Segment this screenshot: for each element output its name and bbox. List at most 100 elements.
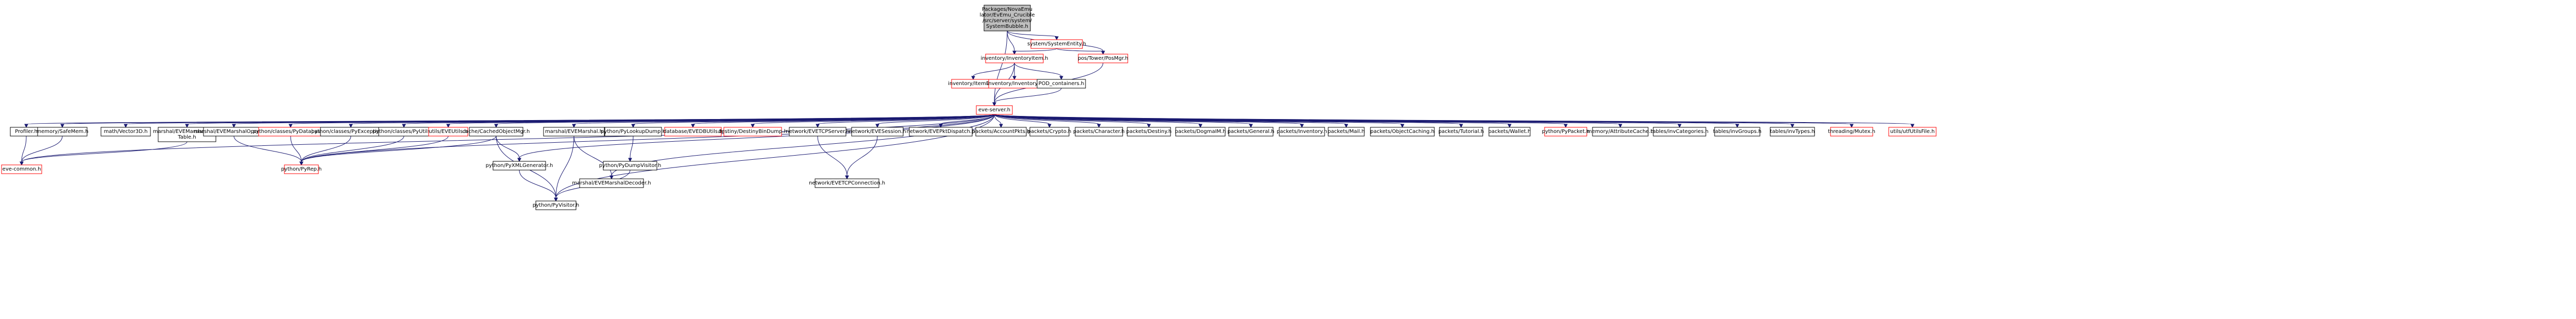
node-label: python/PyDumpVisitor.h bbox=[599, 163, 662, 169]
node-poc: packets/ObjectCaching.h bbox=[1370, 127, 1435, 137]
node-label: SystemBubble.h bbox=[986, 24, 1028, 29]
node-ntc: network/EVETCPServer.h bbox=[786, 127, 850, 137]
node-label: cache/CachedObjectMgr.h bbox=[463, 129, 530, 135]
arrowhead-eve-to-ppk bbox=[1564, 124, 1568, 128]
node-label: packets/DogmaIM.h bbox=[1175, 129, 1226, 135]
node-pma: packets/Mail.h bbox=[1328, 127, 1365, 137]
node-cu[interactable]: utils/EVEUtils.h bbox=[428, 127, 468, 137]
node-label: Packages/NovaEmu bbox=[982, 7, 1032, 12]
arrowhead-eve-to-pin bbox=[1300, 124, 1304, 128]
edge-py-to-pyr bbox=[290, 136, 302, 162]
node-label: python/PyLookupDump.h bbox=[601, 129, 666, 135]
arrowhead-eve-to-pge bbox=[1249, 124, 1253, 128]
node-tit: tables/invTypes.h bbox=[1770, 127, 1815, 137]
arrowhead-eve-to-ntc bbox=[816, 124, 820, 128]
edge-ph-to-ec bbox=[21, 136, 27, 162]
node-label: inventory/ItemDB.h bbox=[948, 81, 998, 87]
arrowhead-eve-to-pwa bbox=[1507, 124, 1512, 128]
edge-eve-to-nsc bbox=[877, 114, 995, 125]
arrowhead-eve-to-pyp bbox=[402, 124, 406, 128]
node-box bbox=[1592, 127, 1649, 137]
arrowhead-eve-to-poc bbox=[1400, 124, 1404, 128]
node-iat[interactable]: inventory/Inventory.h bbox=[987, 79, 1042, 89]
arrowhead-ia-to-id bbox=[971, 76, 975, 80]
arrowhead-ss-to-pg bbox=[1101, 51, 1105, 55]
edge-ss-to-ia bbox=[1014, 48, 1057, 52]
node-pac: packets/AccountPkts.h bbox=[972, 127, 1030, 137]
node-label: destiny/DestinyBinDump.h bbox=[718, 129, 787, 135]
arrowhead-cr-to-pfm bbox=[517, 158, 521, 162]
node-ss[interactable]: system/SystemEntity.h bbox=[1027, 39, 1086, 49]
node-label: utils/EVEUtils.h bbox=[429, 129, 467, 135]
node-label: network/EVETCPServer.h bbox=[786, 129, 849, 135]
node-ms: marshal/EVEMarshal.h bbox=[543, 127, 605, 137]
node-pde: packets/Destiny.h bbox=[1126, 127, 1172, 137]
node-pch: packets/Character.h bbox=[1073, 127, 1125, 137]
node-box bbox=[1029, 127, 1070, 137]
node-box bbox=[604, 127, 662, 137]
arrowhead-eve-to-pch bbox=[1097, 124, 1101, 128]
arrowhead-ia-to-pc bbox=[1059, 76, 1063, 80]
node-label: threading/Mutex.h bbox=[1828, 129, 1875, 135]
node-pyr[interactable]: python/PyRep.h bbox=[281, 164, 322, 174]
arrowhead-eve-to-nsc bbox=[875, 124, 879, 128]
node-box bbox=[1228, 127, 1274, 137]
arrowhead-eve-to-plu bbox=[631, 124, 635, 128]
node-pc: POD_containers.h bbox=[1037, 79, 1086, 89]
arrowhead-eve-to-pac bbox=[999, 124, 1003, 128]
node-eve[interactable]: eve-server.h bbox=[976, 105, 1013, 115]
node-box bbox=[603, 161, 657, 171]
arrowhead-eve-to-tig bbox=[1735, 124, 1739, 128]
edge-eve-to-ec bbox=[21, 114, 995, 162]
node-label: system/SystemEntity.h bbox=[1027, 41, 1086, 47]
node-dd[interactable]: destiny/DestinyBinDump.h bbox=[718, 127, 787, 137]
edge-ntc-to-nss bbox=[817, 136, 848, 176]
node-ut[interactable]: utils/utfUtilsFile.h bbox=[1888, 127, 1937, 137]
edge-cu-to-pyr bbox=[301, 136, 449, 162]
node-box bbox=[493, 161, 546, 171]
node-box bbox=[985, 54, 1044, 63]
node-label: memory/AttributeCache.h bbox=[1587, 129, 1654, 135]
edge-root-to-ia bbox=[1007, 30, 1015, 52]
edge-eve-to-pcr bbox=[994, 114, 1050, 125]
node-thr[interactable]: threading/Mutex.h bbox=[1828, 127, 1875, 137]
node-label: packets/ObjectCaching.h bbox=[1370, 129, 1435, 135]
node-label: packets/Wallet.h bbox=[1488, 129, 1531, 135]
node-box bbox=[1037, 79, 1086, 89]
node-ppk[interactable]: python/PyPacket.h bbox=[1542, 127, 1590, 137]
root-node[interactable]: Packages/NovaEmulator/EvEmu_Crucible/src… bbox=[979, 5, 1035, 31]
node-box bbox=[664, 127, 722, 137]
node-ec[interactable]: eve-common.h bbox=[1, 164, 42, 174]
node-label: packets/Character.h bbox=[1073, 129, 1125, 135]
node-label: inventory/InventoryItem.h bbox=[980, 56, 1048, 61]
node-box bbox=[789, 127, 846, 137]
edge-eve-to-pdg bbox=[994, 114, 1201, 125]
arrowhead-eve-to-cr bbox=[494, 124, 498, 128]
node-label: inventory/Inventory.h bbox=[987, 81, 1042, 87]
node-ia[interactable]: inventory/InventoryItem.h bbox=[980, 54, 1048, 63]
node-pfm: python/PyXMLGenerator.h bbox=[486, 161, 553, 171]
edge-eve-to-ntc bbox=[817, 114, 995, 125]
node-box bbox=[723, 127, 782, 137]
node-ds[interactable]: database/EVEDBUtils.h bbox=[663, 127, 723, 137]
node-label: packets/Tutorial.h bbox=[1438, 129, 1484, 135]
node-label: memory/SafeMem.h bbox=[36, 129, 88, 135]
arrowhead-eve-to-thr bbox=[1850, 124, 1854, 128]
node-label: packets/Mail.h bbox=[1328, 129, 1365, 135]
node-box bbox=[1439, 127, 1483, 137]
node-box bbox=[1770, 127, 1815, 137]
node-pg[interactable]: pos/Tower/PosMgr.h bbox=[1078, 54, 1128, 63]
node-label: database/EVEDBUtils.h bbox=[663, 129, 722, 135]
node-plu: python/PyLookupDump.h bbox=[601, 127, 666, 137]
arrowhead-ia-to-iat bbox=[1012, 76, 1016, 80]
node-label: eve-common.h bbox=[3, 166, 41, 172]
node-label: Table.h bbox=[177, 135, 196, 140]
node-label: packets/General.h bbox=[1228, 129, 1275, 135]
arrowhead-plu-to-pdv bbox=[628, 158, 632, 162]
node-label: eve-server.h bbox=[978, 107, 1010, 113]
node-label: python/classes/PyUtils.h bbox=[372, 129, 435, 135]
node-pyv: python/PyVisitor.h bbox=[533, 200, 579, 210]
node-pyp: python/classes/PyUtils.h bbox=[372, 127, 435, 137]
node-box bbox=[284, 164, 319, 174]
node-label: packets/Destiny.h bbox=[1126, 129, 1172, 135]
